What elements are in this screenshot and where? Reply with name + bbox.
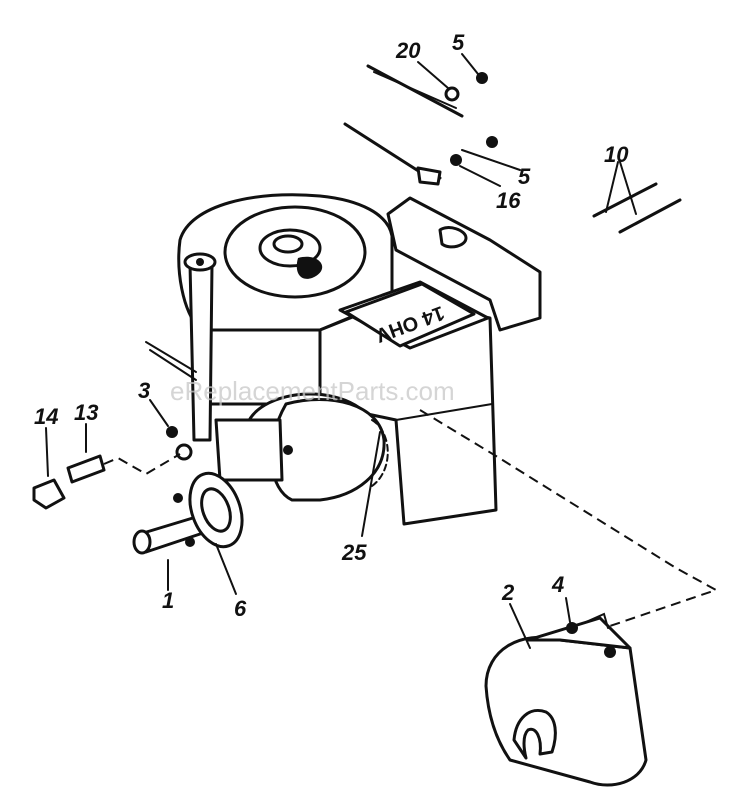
callout-20: 20	[395, 38, 421, 63]
callout-6: 6	[234, 596, 247, 621]
callout-4: 4	[551, 572, 564, 597]
callout-3: 3	[138, 378, 150, 403]
callout-5-mid: 5	[518, 164, 531, 189]
engine-body	[145, 193, 542, 526]
part-16-cable	[343, 122, 521, 187]
part-4-screw	[565, 597, 609, 634]
callout-25: 25	[341, 540, 367, 565]
callout-1: 1	[162, 588, 174, 613]
part-13-spacer	[66, 423, 181, 484]
callout-10: 10	[604, 142, 629, 167]
part-20-cable	[366, 53, 488, 118]
part-2-cover	[484, 603, 648, 787]
callout-14: 14	[34, 404, 58, 429]
callout-16: 16	[496, 188, 521, 213]
engine-badge: 14 OHV	[344, 282, 476, 348]
part-14-nut	[32, 427, 66, 510]
part-3-bolt	[149, 399, 193, 461]
callout-13: 13	[74, 400, 98, 425]
part-10-pins	[592, 161, 682, 234]
watermark-text: eReplacementParts.com	[170, 376, 455, 406]
part-6-pulley	[173, 471, 244, 595]
callout-2: 2	[501, 580, 515, 605]
part-25-leader	[361, 431, 381, 537]
callout-5-top: 5	[452, 30, 465, 55]
